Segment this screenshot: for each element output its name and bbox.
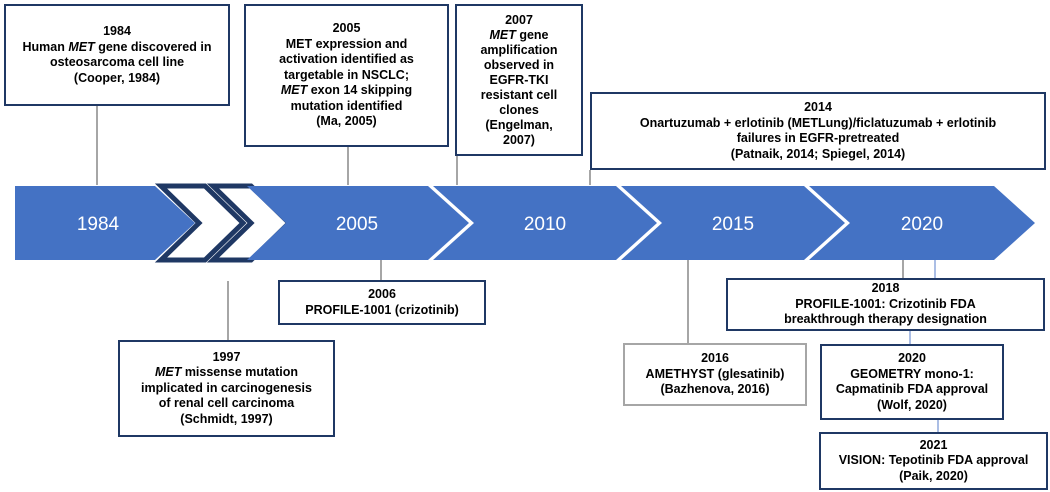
timeline-segment-2015 — [621, 186, 845, 260]
break-chevron-1 — [154, 183, 247, 263]
event-text-line: PROFILE-1001 (crizotinib) — [305, 302, 459, 317]
event-text-line: breakthrough therapy designation — [784, 312, 987, 327]
event-year: 1997 — [212, 349, 241, 364]
event-year: 2005 — [332, 21, 361, 36]
event-box-2016: 2016 AMETHYST (glesatinib) (Bazhenova, 2… — [623, 343, 807, 406]
event-text-line: osteosarcoma cell line — [49, 55, 185, 69]
event-citation: 2007) — [503, 132, 535, 147]
timeline-label-2020: 2020 — [901, 214, 943, 235]
event-box-2020: 2020 GEOMETRY mono-1: Capmatinib FDA app… — [820, 344, 1004, 420]
event-citation: (Engelman, — [485, 117, 553, 132]
connector-lines-blue — [909, 260, 939, 432]
event-text-line: VISION: Tepotinib FDA approval — [838, 453, 1029, 468]
event-year: 2007 — [505, 12, 533, 27]
event-text-line: mutation identified — [290, 98, 403, 113]
event-text-line: Human MET gene discovered in — [22, 39, 212, 54]
event-citation: (Paik, 2020) — [899, 468, 968, 483]
event-box-2006: 2006 PROFILE-1001 (crizotinib) — [278, 280, 486, 325]
event-text-line: GEOMETRY mono-1: — [850, 366, 974, 381]
timeline-segment-2005 — [247, 186, 469, 260]
event-text-line: of renal cell carcinoma — [158, 396, 295, 411]
timeline-segment-1984 — [15, 186, 195, 260]
event-box-2018: 2018 PROFILE-1001: Crizotinib FDA breakt… — [726, 278, 1045, 331]
event-text-line: MET missense mutation — [154, 365, 299, 380]
connector-lines — [96, 106, 904, 343]
event-citation: (Cooper, 1984) — [73, 70, 161, 85]
event-year: 1984 — [103, 24, 131, 38]
event-text-line: Onartuzumab + erlotinib (METLung)/ficlat… — [639, 115, 997, 130]
event-text-line: AMETHYST (glesatinib) — [645, 366, 785, 381]
event-text-line: Capmatinib FDA approval — [835, 382, 989, 396]
event-box-1984: 1984 Human MET gene discovered in osteos… — [4, 4, 230, 106]
event-text-line: implicated in carcinogenesis — [141, 380, 312, 395]
event-year: 2014 — [804, 100, 832, 114]
event-text-line: PROFILE-1001: Crizotinib FDA — [795, 296, 976, 311]
event-text-line: MET expression and — [285, 36, 408, 51]
event-text-line: MET gene — [489, 27, 549, 42]
event-year: 2016 — [701, 351, 729, 366]
timeline-label-1984: 1984 — [77, 214, 120, 235]
event-year: 2006 — [368, 287, 396, 301]
event-year: 2020 — [898, 351, 926, 365]
event-text-line: failures in EGFR-pretreated — [736, 131, 900, 145]
timeline-label-2005: 2005 — [336, 214, 378, 235]
event-text-line: targetable in NSCLC; — [283, 67, 409, 82]
event-box-2007: 2007 MET gene amplification observed in … — [455, 4, 583, 156]
timeline-segment-2020 — [809, 186, 1035, 260]
event-box-2014: 2014 Onartuzumab + erlotinib (METLung)/f… — [590, 92, 1046, 170]
event-citation: (Schmidt, 1997) — [180, 411, 273, 426]
event-text-line: clones — [499, 102, 539, 117]
event-citation: (Wolf, 2020) — [877, 397, 947, 412]
event-text-line: observed in — [483, 57, 555, 72]
event-box-2005: 2005 MET expression and activation ident… — [244, 4, 449, 147]
event-text-line: resistant cell — [480, 87, 558, 102]
event-citation: (Patnaik, 2014; Spiegel, 2014) — [730, 146, 906, 161]
event-year: 2018 — [871, 281, 900, 296]
event-text-line: EGFR-TKI — [489, 72, 549, 87]
event-text-line: activation identified as — [279, 52, 414, 67]
event-box-1997: 1997 MET missense mutation implicated in… — [118, 340, 335, 437]
timeline-label-2015: 2015 — [712, 214, 754, 235]
event-text-line: MET exon 14 skipping — [280, 83, 413, 98]
timeline-label-2010: 2010 — [524, 214, 566, 235]
timeline-segment-2010 — [433, 186, 657, 260]
event-citation: (Ma, 2005) — [316, 114, 377, 129]
event-box-2021: 2021 VISION: Tepotinib FDA approval (Pai… — [819, 432, 1048, 490]
event-text-line: amplification — [480, 42, 558, 57]
event-year: 2021 — [919, 437, 948, 452]
event-citation: (Bazhenova, 2016) — [660, 382, 770, 397]
